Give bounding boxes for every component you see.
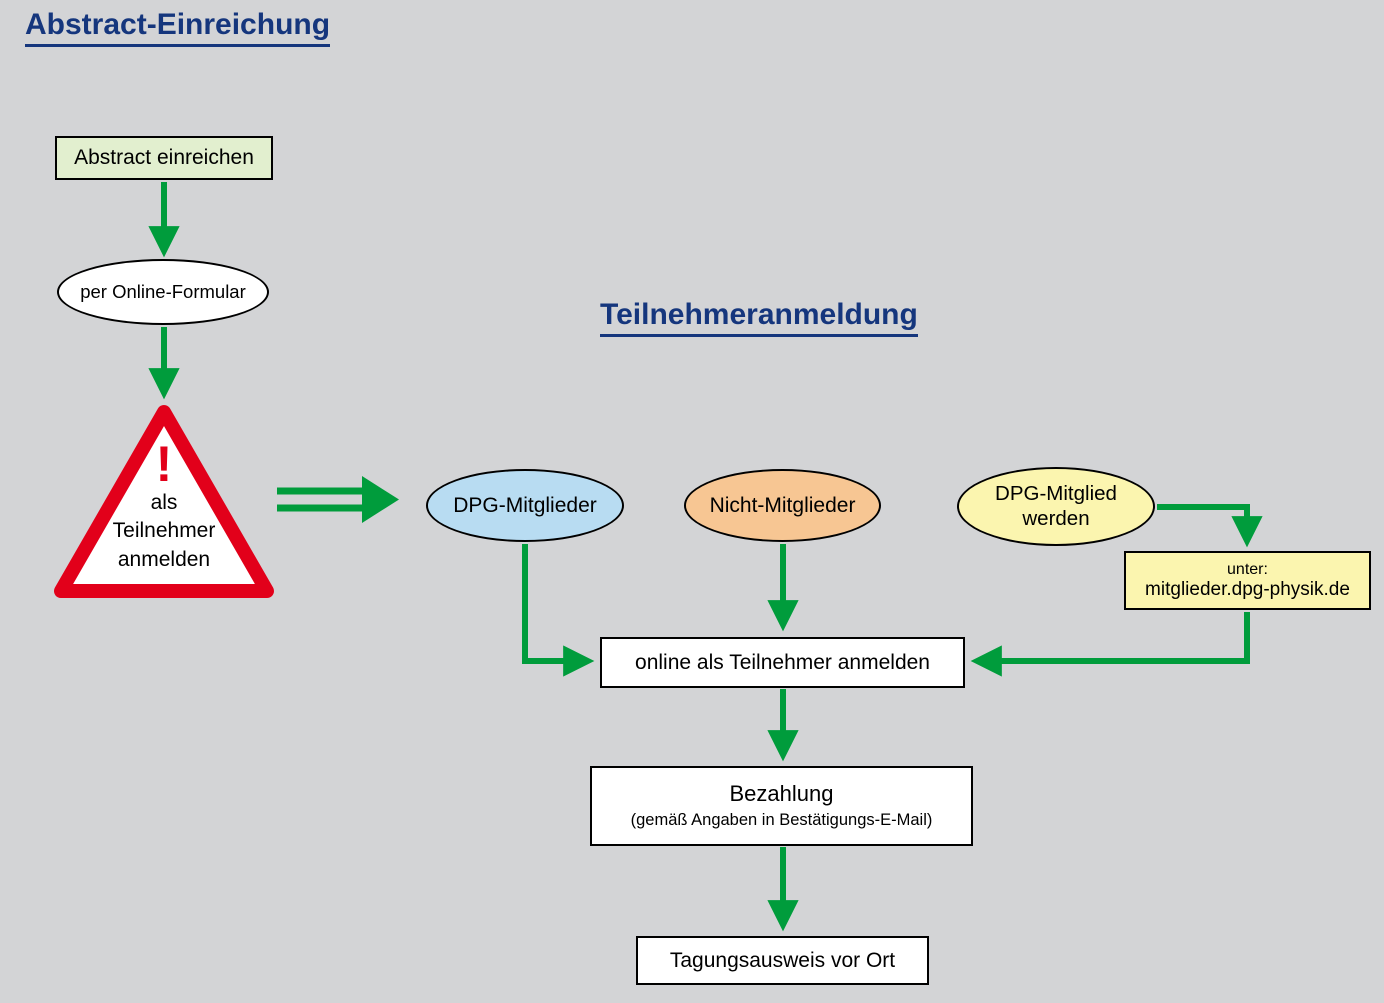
arrow-url-to-register <box>970 612 1250 677</box>
section-title-teilnehmer-text: Teilnehmeranmeldung <box>600 298 918 337</box>
member-url-prefix: unter: <box>1227 560 1268 578</box>
arrow-become-member-to-url <box>1157 504 1263 548</box>
node-online-anmelden-label: online als Teilnehmer anmelden <box>635 650 930 674</box>
section-title-abstract-text: Abstract-Einreichung <box>25 8 331 47</box>
node-bezahlung: Bezahlung (gemäß Angaben in Bestätigungs… <box>590 766 973 846</box>
node-abstract-einreichen-label: Abstract einreichen <box>74 146 254 170</box>
member-url: mitglieder.dpg-physik.de <box>1145 578 1350 600</box>
node-dpg-mitglied-werden-line2: werden <box>1022 506 1090 530</box>
warning-triangle-text: ! als Teilnehmer anmelden <box>74 436 254 575</box>
node-dpg-mitglieder: DPG-Mitglieder <box>426 469 624 542</box>
node-per-online-formular-label: per Online-Formular <box>80 280 246 302</box>
node-dpg-mitglied-werden-line1: DPG-Mitglied <box>995 481 1117 505</box>
double-arrow-warning-to-registration <box>277 476 399 523</box>
warning-line-1: als <box>150 490 178 514</box>
warning-line-3: anmelden <box>117 548 211 572</box>
node-tagungsausweis: Tagungsausweis vor Ort <box>636 936 929 985</box>
node-bezahlung-title: Bezahlung <box>729 780 834 806</box>
warning-triangle <box>54 405 274 598</box>
node-dpg-mitglied-werden: DPG-Mitglied werden <box>957 467 1155 546</box>
node-member-url-box: unter: mitglieder.dpg-physik.de <box>1124 551 1371 610</box>
node-bezahlung-subtitle: (gemäß Angaben in Bestätigungs-E-Mail) <box>630 811 933 830</box>
node-nicht-mitglieder: Nicht-Mitglieder <box>684 469 881 542</box>
node-abstract-einreichen: Abstract einreichen <box>55 136 273 180</box>
node-per-online-formular: per Online-Formular <box>57 259 269 325</box>
node-nicht-mitglieder-label: Nicht-Mitglieder <box>709 493 856 517</box>
section-title-teilnehmer: Teilnehmeranmeldung <box>600 298 918 337</box>
warning-line-2: Teilnehmer <box>112 519 216 543</box>
node-dpg-mitglieder-label: DPG-Mitglieder <box>453 493 597 517</box>
section-title-abstract: Abstract-Einreichung <box>25 8 331 47</box>
node-tagungsausweis-label: Tagungsausweis vor Ort <box>669 948 896 972</box>
node-online-anmelden: online als Teilnehmer anmelden <box>600 637 965 688</box>
warning-exclamation: ! <box>155 436 173 492</box>
arrow-members-to-register <box>522 544 595 677</box>
